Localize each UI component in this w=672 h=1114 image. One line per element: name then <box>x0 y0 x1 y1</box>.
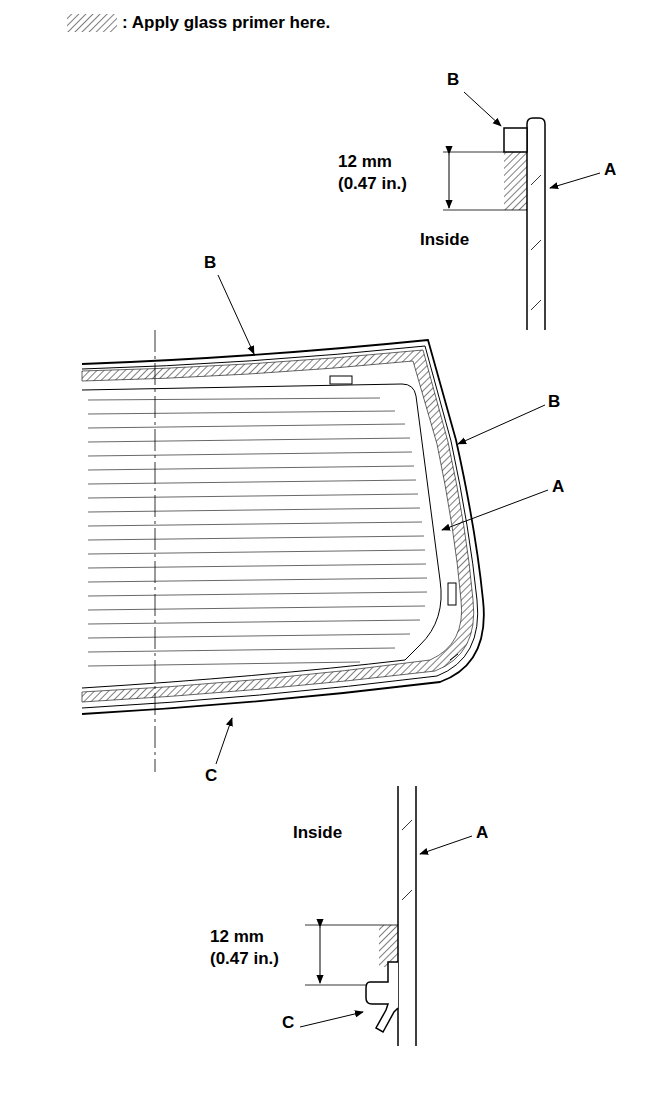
part-letter: A <box>476 823 488 843</box>
side-label: Inside <box>420 230 469 250</box>
side-label: Inside <box>293 823 342 843</box>
part-letter: C <box>282 1013 294 1033</box>
part-letter: A <box>552 477 564 497</box>
part-letter: C <box>205 766 217 786</box>
dimension: 12 mm <box>210 927 264 947</box>
part-letter: B <box>204 253 216 273</box>
part-letter: A <box>604 160 616 180</box>
part-letter: B <box>447 70 459 90</box>
dimension: (0.47 in.) <box>338 174 407 194</box>
hatch-swatch <box>66 12 118 34</box>
legend-text: : Apply glass primer here. <box>122 13 330 33</box>
dimension: (0.47 in.) <box>210 949 279 969</box>
dimension: 12 mm <box>338 152 392 172</box>
legend-row: : Apply glass primer here. <box>66 12 330 34</box>
part-letter: B <box>548 392 560 412</box>
